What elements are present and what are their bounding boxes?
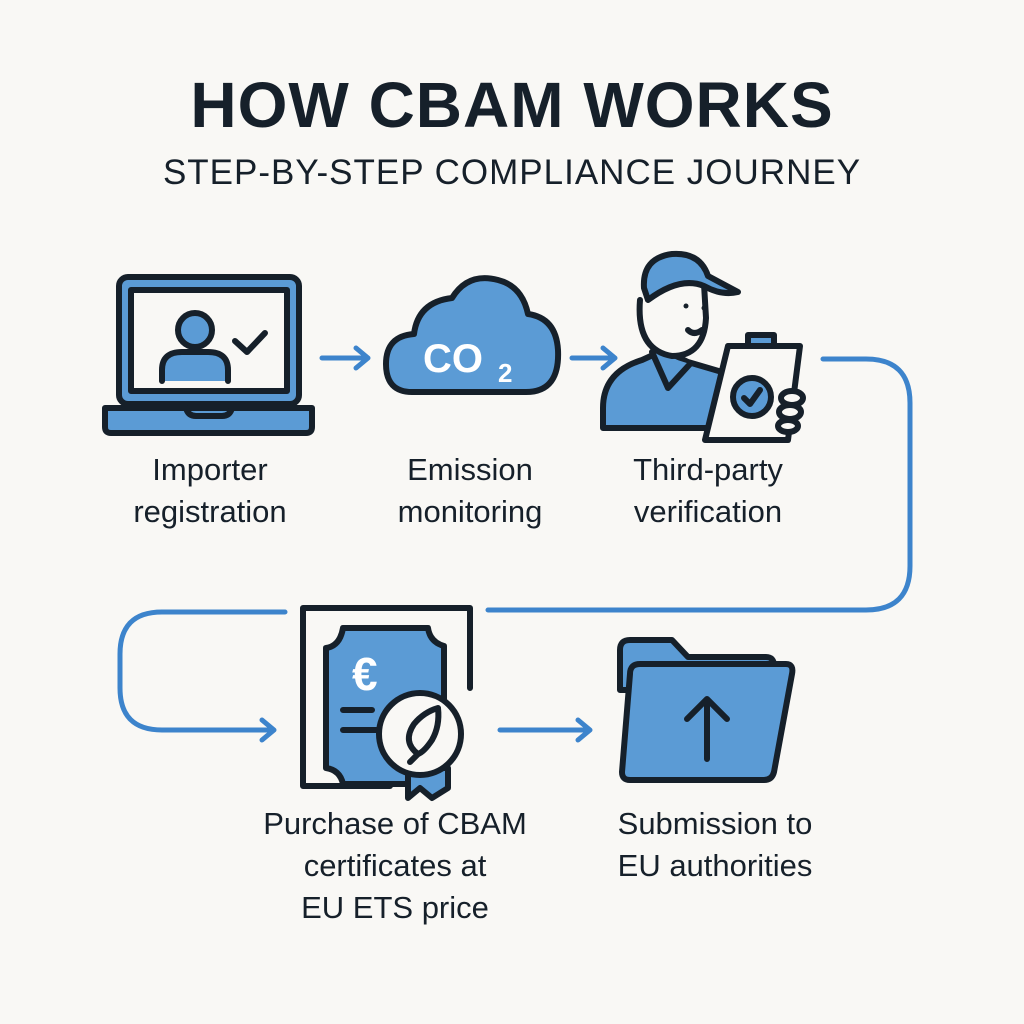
step5-label-line2: EU authorities [617,848,813,883]
step2-label-line1: Emission [407,452,533,487]
step4-label-line1: Purchase of CBAM [263,806,527,841]
co2-cloud-icon: CO 2 [383,275,562,395]
arrow-step1-to-step2 [319,345,371,371]
step4-label-line2: certificates at [303,848,487,883]
arrow-step4-to-step5 [497,717,593,743]
arrow-step2-to-step3 [569,345,618,371]
step1-label-line2: registration [133,494,287,529]
page-subtitle: STEP-BY-STEP COMPLIANCE JOURNEY [162,153,862,192]
step-label-third-party-verification: Third-party verification [588,449,828,533]
step3-label-line1: Third-party [633,452,783,487]
step2-label-line2: monitoring [397,494,543,529]
step4-label-line3: EU ETS price [301,890,489,925]
folder-upload-icon [617,637,796,783]
co2-subscript: 2 [498,358,512,388]
connector-row1-to-row2 [117,356,913,743]
step-label-submission: Submission to EU authorities [580,803,850,887]
inspector-clipboard-icon [600,250,806,443]
step3-label-line2: verification [633,494,783,529]
step5-label-line1: Submission to [617,806,813,841]
page-title: HOW CBAM WORKS [190,69,834,141]
laptop-user-check-icon [102,274,315,436]
step-label-importer-registration: Importer registration [90,449,330,533]
step-label-emission-monitoring: Emission monitoring [350,449,590,533]
euro-certificate-leaf-badge-icon: € [300,605,473,801]
step1-label-line1: Importer [152,452,268,487]
euro-symbol: € [352,648,378,700]
co2-text: CO [423,337,483,381]
step-label-purchase-certificates: Purchase of CBAM certificates at EU ETS … [230,803,560,929]
